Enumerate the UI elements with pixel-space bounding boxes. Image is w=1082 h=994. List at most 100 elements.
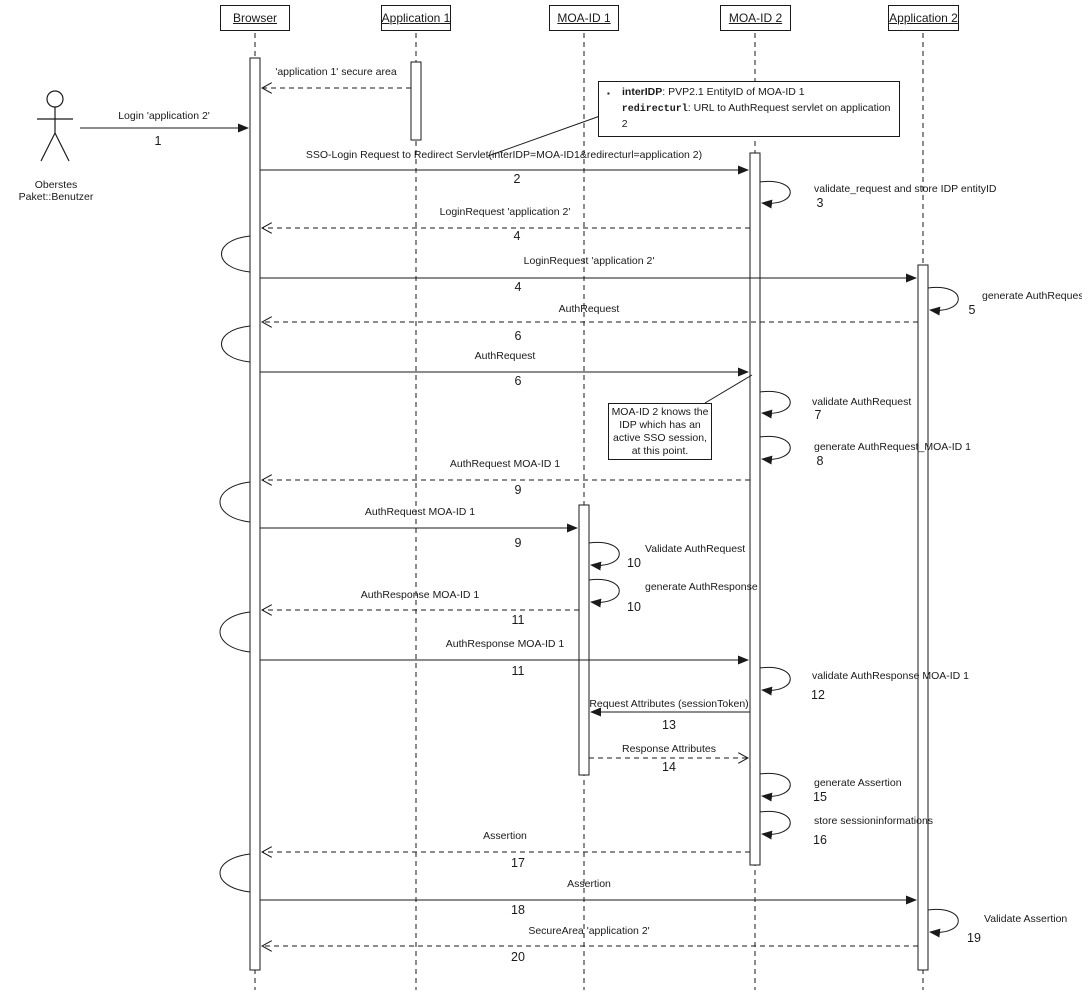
message-number: 18 <box>511 903 525 917</box>
message-number: 12 <box>811 688 825 702</box>
redirect-arc-4 <box>219 611 251 653</box>
message-number: 16 <box>813 833 827 847</box>
self-validate-request <box>759 180 791 209</box>
self-generate-authrequest-moaid1 <box>759 435 791 465</box>
lifeline-label: Browser <box>232 11 277 25</box>
lifeline-header-application2: Application 2 <box>888 5 959 31</box>
message-number: 2 <box>513 172 521 186</box>
message-number: 8 <box>816 454 824 468</box>
message-label: validate_request and store IDP entityID <box>814 183 997 195</box>
message-label: store sessioninformations <box>814 815 934 827</box>
message-label: AuthRequest <box>474 350 536 362</box>
note-params-connector <box>487 115 601 157</box>
message-label: LoginRequest 'application 2' <box>523 255 655 267</box>
self-generate-authrequest <box>927 286 959 316</box>
message-label: Assertion <box>483 830 527 842</box>
actor-head <box>46 90 64 108</box>
actor-leg-left <box>40 132 56 162</box>
note-sso-parameters: ▪ interIDP: PVP2.1 EntityID of MOA-ID 1 … <box>598 81 900 137</box>
note-session-text: MOA-ID 2 knows the IDP which has an acti… <box>611 405 709 457</box>
message-label: generate Assertion <box>814 777 902 789</box>
actor-leg-right <box>54 132 70 162</box>
lifeline-label: MOA-ID 1 <box>557 11 611 25</box>
bullet-spacer <box>607 101 622 132</box>
message-label: SSO-Login Request to Redirect Servlet(in… <box>305 149 703 161</box>
redirect-arc-3 <box>219 481 251 523</box>
note-line-1-text: interIDP: PVP2.1 EntityID of MOA-ID 1 <box>622 85 805 101</box>
message-number: 4 <box>513 229 521 243</box>
self-generate-assertion <box>759 772 791 802</box>
lifeline-header-moaid2: MOA-ID 2 <box>720 5 791 31</box>
message-number: 14 <box>662 760 676 774</box>
lifeline-label: Application 1 <box>381 11 451 25</box>
message-label: Login 'application 2' <box>118 110 210 122</box>
param-desc-redirecturl: : URL to AuthRequest servlet on applicat… <box>621 102 891 130</box>
activation-application2 <box>917 264 929 971</box>
lifeline-label: MOA-ID 2 <box>728 11 783 25</box>
message-label: AuthResponse MOA-ID 1 <box>445 638 565 650</box>
self-store-sessioninformations <box>759 810 791 840</box>
redirect-arc-5 <box>219 853 251 893</box>
note-line-2: redirecturl: URL to AuthRequest servlet … <box>607 101 895 132</box>
message-label: Request Attributes (sessionToken) <box>589 698 749 710</box>
message-number: 4 <box>514 280 522 294</box>
activation-moaid2 <box>749 152 761 866</box>
message-label: AuthResponse MOA-ID 1 <box>360 589 480 601</box>
message-label: Response Attributes <box>622 743 716 755</box>
message-number: 3 <box>816 196 824 210</box>
message-label: AuthRequest <box>558 303 620 315</box>
lifeline-header-application1: Application 1 <box>381 5 451 31</box>
note-line-2-text: redirecturl: URL to AuthRequest servlet … <box>622 101 895 132</box>
message-label: Validate Assertion <box>984 913 1068 925</box>
note-sso-session: MOA-ID 2 knows the IDP which has an acti… <box>608 403 712 460</box>
message-number: 17 <box>511 856 525 870</box>
message-label: generate AuthResponse <box>645 581 758 593</box>
bullet-icon: ▪ <box>607 89 610 98</box>
self-validate-authrequest-moaid1 <box>588 541 620 571</box>
message-label: 'application 1' secure area <box>275 66 397 78</box>
note-session-connector <box>704 374 753 404</box>
message-number: 6 <box>514 329 522 343</box>
message-number: 1 <box>154 134 162 148</box>
actor-label: Oberstes Paket::Benutzer <box>18 179 94 203</box>
lifeline-header-moaid1: MOA-ID 1 <box>549 5 619 31</box>
param-key-redirecturl: redirecturl <box>621 104 688 115</box>
message-label: Validate AuthRequest <box>645 543 746 555</box>
activation-browser <box>249 57 261 971</box>
message-number: 11 <box>511 613 525 627</box>
message-number: 20 <box>511 950 525 964</box>
message-number: 5 <box>968 303 976 317</box>
message-number: 13 <box>662 718 676 732</box>
param-key-interidp: interIDP <box>622 86 663 98</box>
message-label: AuthRequest MOA-ID 1 <box>364 506 476 518</box>
message-label: validate AuthRequest <box>812 396 912 408</box>
activation-application1 <box>410 61 422 141</box>
message-label: generate AuthRequest_MOA-ID 1 <box>814 441 972 453</box>
message-label: generate AuthRequest <box>982 290 1082 302</box>
message-number: 19 <box>967 931 981 945</box>
message-number: 11 <box>511 664 525 678</box>
message-label: SecureArea 'application 2' <box>528 925 650 937</box>
message-label: validate AuthResponse MOA-ID 1 <box>812 670 969 682</box>
self-validate-authresponse <box>759 666 791 696</box>
message-number: 10 <box>627 556 641 570</box>
message-number: 6 <box>514 374 522 388</box>
message-number: 15 <box>813 790 827 804</box>
self-validate-assertion <box>927 908 959 938</box>
param-desc-interidp: : PVP2.1 EntityID of MOA-ID 1 <box>662 86 805 98</box>
redirect-arc-2 <box>221 325 251 363</box>
message-number: 7 <box>814 408 822 422</box>
actor-figure <box>37 90 73 162</box>
activation-moaid1 <box>578 504 590 776</box>
self-validate-authrequest <box>759 390 791 419</box>
message-label: Assertion <box>567 878 611 890</box>
message-label: LoginRequest 'application 2' <box>439 206 571 218</box>
note-line-1: ▪ interIDP: PVP2.1 EntityID of MOA-ID 1 <box>607 85 895 101</box>
lifeline-label: Application 2 <box>889 11 958 25</box>
message-label: AuthRequest MOA-ID 1 <box>449 458 561 470</box>
self-generate-authresponse <box>588 578 620 608</box>
lifeline-header-browser: Browser <box>220 5 290 31</box>
redirect-arc-1 <box>221 235 251 273</box>
